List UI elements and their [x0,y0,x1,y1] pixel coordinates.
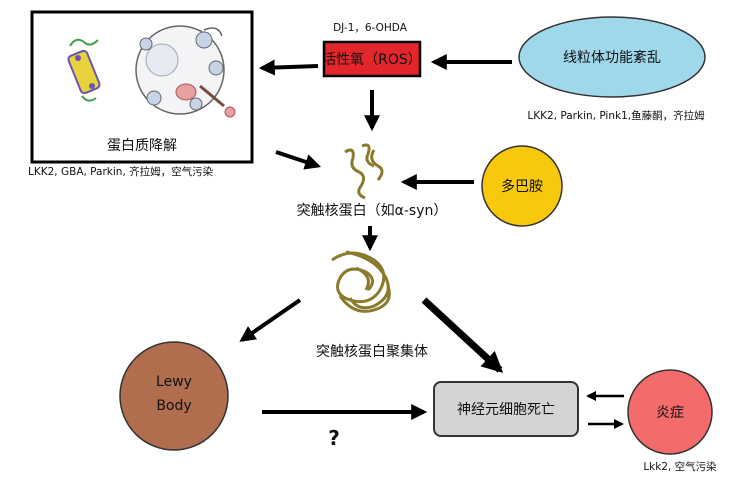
proteasome-illustration [67,38,101,102]
arrow-aggregate-to-lewy [239,298,302,342]
ros-label: 活性氧（ROS） [322,52,422,68]
lewy-body-node: Lewy Body [119,341,229,451]
ros-box [322,40,422,78]
aggregate-label: 突触核蛋白聚集体 [316,343,428,360]
neuron-death-node: 神经元细胞死亡 [433,381,579,437]
aggregate-illustration [331,250,391,313]
arrow-ros-to-degradation [258,59,319,76]
lysosome-illustration [135,25,236,118]
mito-dysfunction-node: 线粒体功能紊乱 [518,16,706,98]
arrow-aggregate-to-neuron-death [421,297,504,373]
protein-degradation-label: 蛋白质降解 [107,138,177,154]
synuclein-label: 突触核蛋白（如α-syn） [297,203,448,219]
inflammation-node: 炎症 [627,369,713,455]
dopamine-label: 多巴胺 [501,178,543,195]
unknown-link-label: ? [328,426,340,450]
lewy-body-label-line2: Body [156,398,191,414]
lewy-body-label-line1: Lewy [156,374,192,390]
synuclein-illustration [344,143,384,200]
neuron-death-label: 神经元细胞死亡 [457,402,555,418]
protein-degradation-node: 蛋白质降解 [30,10,254,164]
ros-factors: DJ-1，6-OHDA [333,22,408,34]
mito-dysfunction-label: 线粒体功能紊乱 [563,49,661,66]
arrows [239,54,624,429]
dopamine-node: 多巴胺 [481,145,563,227]
inflammation-label: 炎症 [656,405,684,421]
inflammation-factors: Lkk2, 空气污染 [643,460,717,473]
mito-dysfunction-factors: LKK2, Parkin, Pink1,鱼藤酮，齐拉姆 [527,109,705,122]
protein-degradation-factors: LKK2, GBA, Parkin, 齐拉姆，空气污染 [28,165,214,178]
arrow-degradation-to-synuclein [275,150,322,170]
ros-node: 活性氧（ROS） [322,40,422,78]
